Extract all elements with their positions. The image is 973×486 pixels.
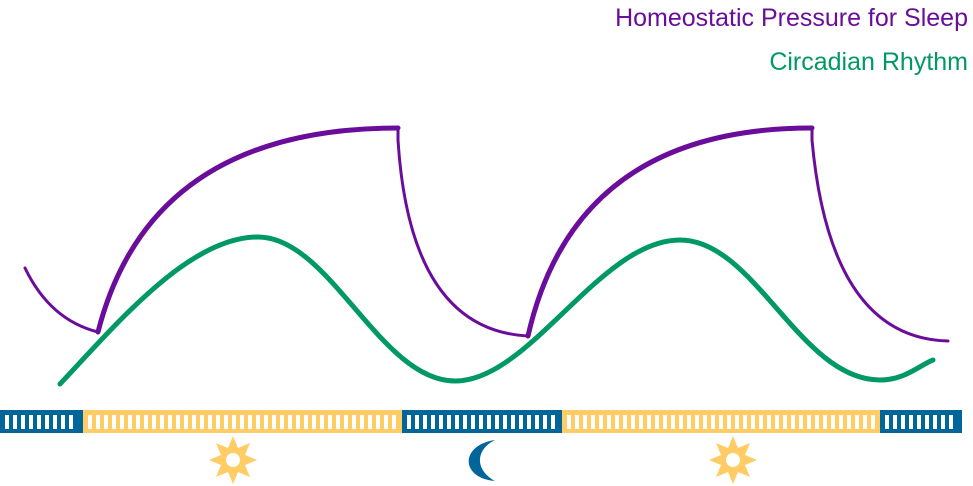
wake-rise-2 bbox=[525, 125, 815, 339]
homeostatic-pressure-curve bbox=[23, 125, 950, 343]
legend-circadian-rhythm: Circadian Rhythm bbox=[769, 48, 968, 76]
day-night-timeline bbox=[0, 410, 962, 433]
sleep-decay-2 bbox=[396, 126, 530, 338]
moon-icon bbox=[468, 440, 495, 481]
night-segment bbox=[0, 410, 83, 433]
day-segment bbox=[83, 410, 402, 433]
night-segment bbox=[880, 410, 962, 433]
wake-rise-1 bbox=[95, 125, 401, 335]
day-segment bbox=[562, 410, 880, 433]
legend-homeostatic-pressure: Homeostatic Pressure for Sleep bbox=[615, 4, 968, 32]
night-segment bbox=[402, 410, 562, 433]
sleep-decay-1 bbox=[23, 266, 100, 334]
sun-icon bbox=[209, 436, 257, 484]
circadian-rhythm-curve bbox=[57, 234, 936, 387]
sun-icon bbox=[709, 436, 757, 484]
sleep-decay-3 bbox=[810, 126, 950, 343]
